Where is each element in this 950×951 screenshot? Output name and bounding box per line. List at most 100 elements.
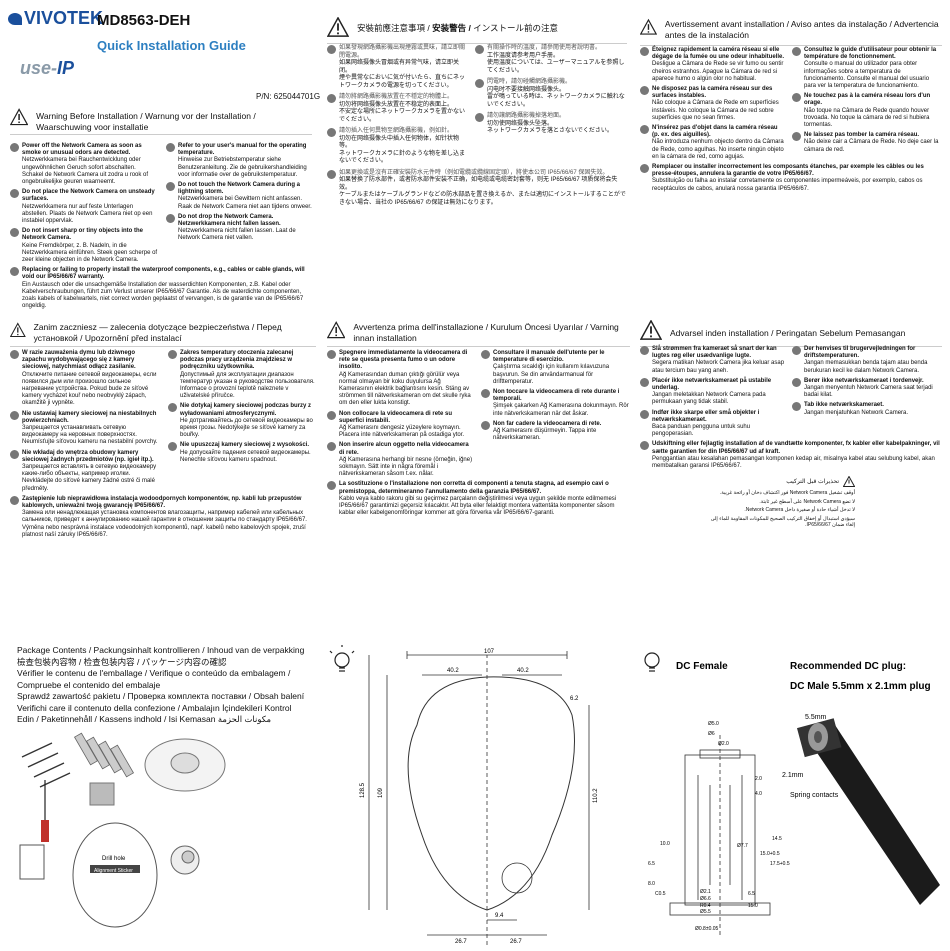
use-ip-logo: use-IP <box>20 58 75 78</box>
dim-label: 40.2 <box>447 668 459 674</box>
arabic-item: لا تدخل أشياء حادة أو صغيرة داخل Network… <box>744 507 855 514</box>
warning-item: Spegnere immediatamente la videocamera d… <box>327 350 475 408</box>
camera-dome <box>144 738 226 792</box>
package-items-illustration: Drill hole Alignment Sticker <box>19 732 226 928</box>
dim-label: 6.5 <box>648 861 655 867</box>
section-warning-en: Warning Before Installation / Warnung vo… <box>10 107 312 313</box>
dim-label: Ø2.0 <box>718 741 729 747</box>
section-heading: Avvertenza prima dell'installazione / Ku… <box>353 322 619 343</box>
guide-title: Quick Installation Guide <box>97 38 246 53</box>
section-warning-da: Advarsel inden installation / Peringatan… <box>640 320 942 529</box>
wall-anchors <box>73 732 135 778</box>
foam-pad <box>89 782 115 806</box>
dim-label: Ø5.5 <box>700 909 711 915</box>
warning-item: Zakres temperatury otoczenia zalecanej p… <box>168 350 316 400</box>
recommended-dc-plug-title: Recommended DC plug: <box>790 661 906 672</box>
column-left: Slå strømmen fra kameraet så snart der k… <box>640 346 786 441</box>
section-warning-it: Avvertenza prima dell'installazione / Ku… <box>327 320 630 520</box>
dc-connector-diagram: DC Female Recommended DC plug: DC Male 5… <box>644 652 940 935</box>
warning-item-full: La sostituzione o l'installazione non co… <box>327 481 630 517</box>
warning-item: Do not touch the Network Camera during a… <box>166 182 312 211</box>
warning-item: N'insérez pas d'objet dans la caméra rés… <box>640 125 786 161</box>
dim-label: 6.2 <box>570 696 579 702</box>
dim-label: 26.7 <box>510 939 522 945</box>
dim-label: 10.0 <box>660 841 670 847</box>
dim-label: 8.0 <box>648 881 655 887</box>
warning-item: Power off the Network Camera as soon as … <box>10 143 158 186</box>
dim-label: 128.5 <box>360 782 366 798</box>
dim-55-label: 5.5mm <box>805 714 827 721</box>
screwdriver <box>41 780 49 842</box>
dim-label: R0.4 <box>700 903 711 909</box>
dim-label: 107 <box>484 649 495 655</box>
warning-icon <box>640 18 657 35</box>
dim-label: Ø6 <box>708 731 715 737</box>
dim-label: Ø6.6 <box>700 896 711 902</box>
arabic-item: لا تضع Network Camera على أسطح غير ثابتة… <box>759 498 855 505</box>
warning-item-full: Udskiftning eller fejlagtig installation… <box>640 441 942 470</box>
warning-icon <box>10 108 29 126</box>
warning-item: Nie ustawiaj kamery sieciowej na niestab… <box>10 410 160 447</box>
warning-item: Der henvises til brugervejledningen for … <box>792 346 942 375</box>
column-right: Der henvises til brugervejledningen for … <box>792 346 942 441</box>
arabic-warning-block: تحذيرات قبل التركيب أوقف تشغيل Network C… <box>705 476 855 529</box>
arabic-heading: تحذيرات قبل التركيب <box>786 478 839 485</box>
warning-item: 有關操作時的溫度，請參閱使用者說明書。工作温度请参考用户手册。使用温度については… <box>475 45 625 75</box>
section-warning-cjk: 安裝前應注意事項 / 安装警告 / インストール前の注意 如果發現網路攝影機出現… <box>327 17 627 211</box>
warning-icon <box>640 320 662 340</box>
warning-item: Berør ikke netværkskameraet i tordenvejr… <box>792 377 942 400</box>
dc-male-plug <box>796 718 940 905</box>
dc-female-title: DC Female <box>676 661 728 672</box>
section-warning-fr: Avertissement avant installation / Aviso… <box>640 17 942 196</box>
warning-item: 請勿插入任何異物至網路攝影機，例如針。切勿在网络摄像头中插入任何物体，如针状物等… <box>327 128 467 166</box>
dim-label: Ø2.1 <box>700 889 711 895</box>
warning-item: Do not place the Network Camera on unste… <box>10 189 158 225</box>
dimension-drawing: 107 40.2 40.2 6.2 109 128.5 110.2 9.4 26… <box>329 645 599 945</box>
warning-item: Consultez le guide d'utilisateur pour ob… <box>792 47 942 90</box>
dc-male-title: DC Male 5.5mm x 2.1mm plug <box>790 681 931 692</box>
dim-label: 6.5 <box>748 891 755 897</box>
warning-item: Placér ikke netværkskameraet på ustabile… <box>640 377 786 407</box>
warning-item: 閃電時，請勿碰觸網路攝影機。闪电时不要接触网络摄像头。雷が鳴っている時は、ネット… <box>475 79 625 109</box>
vivotek-logo: VIVOTEK <box>8 8 103 29</box>
bird-icon <box>8 13 22 25</box>
arabic-item: سيؤدي استبدال أو إخفاق التركيب الصحيح لل… <box>710 515 855 529</box>
warning-icon <box>327 321 346 339</box>
column-right: 有關操作時的溫度，請參閱使用者說明書。工作温度请参考用户手册。使用温度については… <box>475 45 625 170</box>
dim-label: 9.4 <box>495 913 504 919</box>
dim-21-label: 2.1mm <box>782 772 804 779</box>
warning-item: Refer to your user's manual for the oper… <box>166 143 312 179</box>
part-number: P/N: 625044701G <box>256 92 321 101</box>
dim-label: 110.2 <box>593 788 599 803</box>
column-left: W razie zauważenia dymu lub dziwnego zap… <box>10 350 160 496</box>
column-left: Éteignez rapidement la caméra réseau si … <box>640 47 786 164</box>
warning-item-full: Zastępienie lub nieprawidłowa instalacja… <box>10 495 316 539</box>
warning-item: Non far cadere la videocamera di rete.Ağ… <box>481 420 629 443</box>
warning-item: Do not drop the Network Camera. Netzwerk… <box>166 213 312 243</box>
section-heading: Avertissement avant installation / Aviso… <box>664 19 939 40</box>
column-left: Spegnere immediatamente la videocamera d… <box>327 350 475 481</box>
dim-label: 40.2 <box>517 668 529 674</box>
warning-item: W razie zauważenia dymu lub dziwnego zap… <box>10 350 160 408</box>
lens-cover <box>170 845 200 875</box>
warning-item: Ne disposez pas la caméra réseau sur des… <box>640 86 786 122</box>
model-number: MD8563-DEH <box>97 12 191 29</box>
section-warning-pl: Zanim zaczniesz — zalecenia dotyczące be… <box>10 320 316 542</box>
column-right: Consultez le guide d'utilisateur pour ob… <box>792 47 942 164</box>
warning-item: Ne laissez pas tomber la caméra réseau.N… <box>792 132 942 154</box>
dim-label: C0.5 <box>655 891 666 897</box>
column-right: Consultare il manuale dell'utente per le… <box>481 350 629 481</box>
drill-hole-label: Drill hole <box>102 856 126 862</box>
warning-item: 如果發現網路攝影機出現煙霧或異味，請立即關閉電源。如果网络摄像头冒烟或有异常气味… <box>327 45 467 90</box>
warning-item: 請勿將網路攝影機放置在不穩定的物體上。切勿将网络摄像头放置在不稳定的表面上。不安… <box>327 94 467 124</box>
column-left: 如果發現網路攝影機出現煙霧或異味，請立即關閉電源。如果网络摄像头冒烟或有异常气味… <box>327 45 467 170</box>
warning-item: Indfør ikke skarpe eller små objekter i … <box>640 409 786 439</box>
warning-item: Éteignez rapidement la caméra réseau si … <box>640 47 786 83</box>
dim-label: 15.0 <box>748 903 758 909</box>
warning-icon <box>327 17 349 37</box>
warning-item: Tab ikke netværkskameraet.Jangan menjatu… <box>792 402 942 416</box>
quick-guide-booklet <box>19 844 45 880</box>
dim-label: 15.0+0.5 <box>760 851 780 857</box>
dim-label: 26.7 <box>455 939 467 945</box>
dim-label: 17.5+0.5 <box>770 861 790 867</box>
